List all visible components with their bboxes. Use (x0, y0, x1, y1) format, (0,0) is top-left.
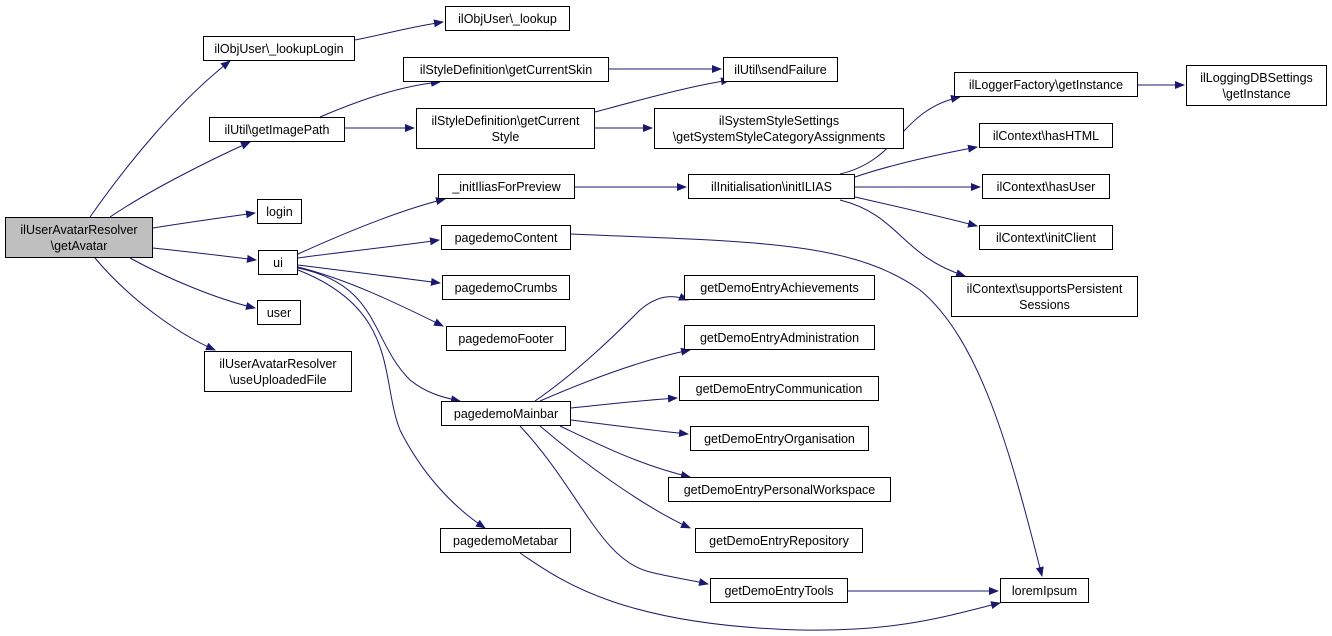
node-ilutil-getimagepath[interactable]: ilUtil\getImagePath (209, 117, 345, 142)
edge-ui-to-pagedemomainbar (297, 267, 461, 404)
node-loremipsum[interactable]: loremIpsum (1000, 578, 1089, 603)
edge-mainbar-to-administration (539, 347, 691, 402)
node-user[interactable]: user (257, 300, 301, 325)
node-login[interactable]: login (257, 199, 302, 224)
node-ilcontext-initclient[interactable]: ilContext\initClient (979, 225, 1113, 250)
node-pagedemofooter[interactable]: pagedemoFooter (446, 326, 566, 351)
node-ui[interactable]: ui (258, 250, 298, 275)
edge-root-to-ui (152, 247, 257, 263)
node-ilcontext-hashtml[interactable]: ilContext\hasHTML (979, 123, 1113, 148)
edge-getimagepath-to-currentskin (319, 78, 441, 118)
edge-root-to-lookuplogin (89, 60, 231, 218)
node-illoggingdbsettings-getinstance[interactable]: ilLoggingDBSettings \getInstance (1186, 65, 1327, 106)
edge-mainbar-to-communication (570, 394, 678, 409)
node-pagedemomainbar[interactable]: pagedemoMainbar (441, 401, 571, 426)
edge-metabar-to-loremipsum (519, 552, 1001, 631)
node-pagedemocrumbs[interactable]: pagedemoCrumbs (442, 275, 570, 300)
edge-lookuplogin-to-lookup (354, 19, 444, 41)
node-getdemoentryrepository[interactable]: getDemoEntryRepository (695, 528, 863, 553)
edge-root-to-user (129, 257, 256, 310)
node-initiliasforpreview[interactable]: _initIliasForPreview (438, 174, 575, 199)
node-pagedemocontent[interactable]: pagedemoContent (441, 225, 571, 250)
node-ilinitialisation-initilias[interactable]: ilInitialisation\initILIAS (688, 174, 855, 199)
edge-initilias2-to-initclient (854, 196, 978, 228)
node-getdemoentryadministration[interactable]: getDemoEntryAdministration (684, 325, 875, 350)
edge-mainbar-to-organisation (570, 419, 689, 438)
edge-root-to-useuploadedfile (94, 257, 216, 351)
edge-ui-to-initilias (297, 197, 446, 255)
node-ilobjuser-lookuplogin[interactable]: ilObjUser\_lookupLogin (203, 36, 355, 61)
node-ilutil-sendfailure[interactable]: ilUtil\sendFailure (723, 57, 838, 82)
node-getdemoentrytools[interactable]: getDemoEntryTools (710, 578, 848, 603)
edge-mainbar-to-tools (519, 425, 709, 586)
edge-mainbar-to-achievements (534, 293, 689, 402)
edge-ui-to-pagedemocontent (297, 237, 440, 259)
edge-initilias2-to-hashtml (854, 144, 978, 178)
edge-ui-to-pagedemocrumbs (297, 264, 441, 286)
node-getdemoentrycommunication[interactable]: getDemoEntryCommunication (679, 376, 879, 401)
edge-pagedemocontent-to-loremipsum (570, 233, 1044, 577)
node-getdemoentrypersonalworkspace[interactable]: getDemoEntryPersonalWorkspace (668, 477, 891, 502)
edge-root-to-login (152, 210, 256, 229)
node-illoggerfactory-getinstance[interactable]: ilLoggerFactory\getInstance (954, 72, 1138, 97)
edge-root-to-getimagepath (109, 141, 251, 218)
node-ilstyledefinition-getcurrentskin[interactable]: ilStyleDefinition\getCurrentSkin (403, 57, 609, 82)
node-ilsystemstylesettings-getsystemstylecategoryassignments[interactable]: ilSystemStyleSettings \getSystemStyleCat… (654, 108, 904, 149)
node-ilobjuser-lookup[interactable]: ilObjUser\_lookup (445, 6, 570, 31)
edge-currentstyle-to-sendfailure (594, 77, 731, 113)
node-ilcontext-supportspersistentsessions[interactable]: ilContext\supportsPersistent Sessions (951, 276, 1138, 317)
node-getdemoentryachievements[interactable]: getDemoEntryAchievements (684, 275, 875, 300)
node-ilstyledefinition-getcurrentstyle[interactable]: ilStyleDefinition\getCurrent Style (416, 108, 595, 149)
edge-ui-to-pagedemofooter (297, 266, 444, 327)
node-ilcontext-hasuser[interactable]: ilContext\hasUser (982, 174, 1110, 199)
node-pagedemometabar[interactable]: pagedemoMetabar (440, 528, 571, 553)
node-getdemoentryorganisation[interactable]: getDemoEntryOrganisation (690, 426, 869, 451)
node-iluseravatarresolver-getavatar[interactable]: ilUserAvatarResolver \getAvatar (5, 217, 153, 258)
edge-mainbar-to-repository (539, 425, 691, 529)
node-iluseravatarresolver-useuploadedfile[interactable]: ilUserAvatarResolver \useUploadedFile (204, 351, 352, 392)
edge-initilias2-to-supportspersistent (839, 199, 966, 278)
edge-mainbar-to-personalworkspace (559, 425, 691, 479)
edge-ui-to-pagedemometabar (297, 269, 486, 529)
